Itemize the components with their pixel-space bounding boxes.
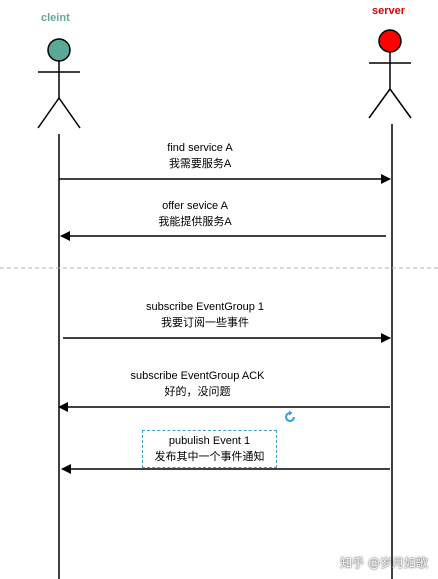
server-head — [378, 29, 402, 53]
message-text-cn: 发布其中一个事件通知 — [154, 451, 265, 463]
message-subscribe: subscribe EventGroup 1 我要订阅一些事件 — [120, 299, 290, 331]
watermark: 知乎 @岁月如歌 — [340, 556, 428, 570]
server-actor — [368, 29, 412, 119]
message-text: offer sevice A — [162, 200, 228, 212]
client-actor — [37, 38, 81, 129]
message-text-cn: 我能提供服务A — [158, 216, 232, 228]
message-text-cn: 我要订阅一些事件 — [161, 317, 249, 329]
message-text: find service A — [167, 142, 233, 154]
message-text: subscribe EventGroup ACK — [130, 370, 265, 382]
client-head — [47, 38, 71, 62]
message-text-cn: 我需要服务A — [168, 158, 232, 170]
message-find-service: find service A 我需要服务A — [130, 140, 270, 172]
refresh-icon[interactable] — [283, 410, 297, 424]
message-subscribe-ack: subscribe EventGroup ACK 好的，没问题 — [115, 368, 280, 400]
client-label: cleint — [41, 12, 70, 24]
message-text: pubulish Event 1 — [168, 435, 251, 447]
message-text-cn: 好的，没问题 — [164, 386, 231, 398]
message-publish-event: pubulish Event 1 发布其中一个事件通知 — [142, 430, 277, 468]
message-offer-service: offer sevice A 我能提供服务A — [125, 198, 265, 230]
server-label: server — [372, 5, 406, 17]
message-text: subscribe EventGroup 1 — [145, 301, 264, 313]
